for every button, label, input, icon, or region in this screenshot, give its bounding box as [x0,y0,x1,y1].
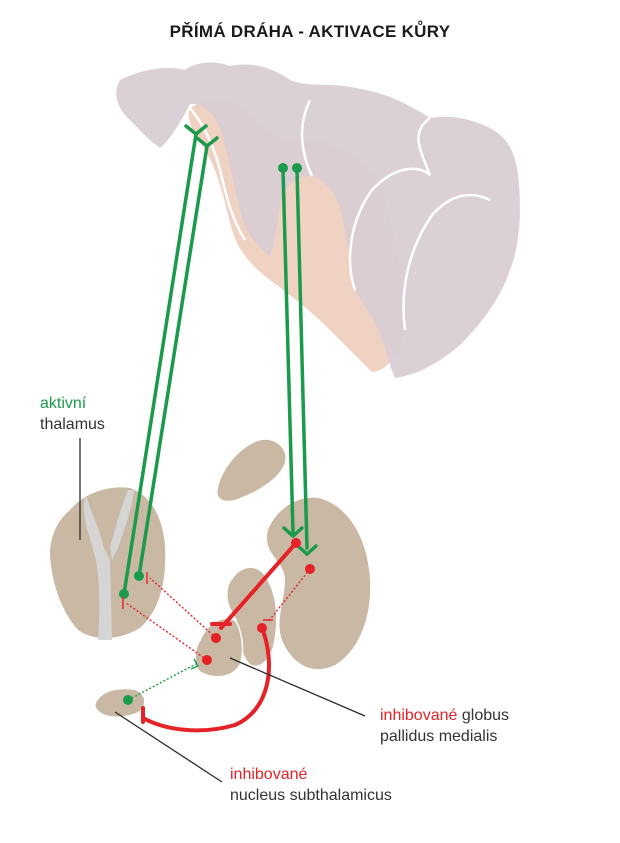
thalamocortical-fiber [122,132,198,596]
thalamocortical-fiber [137,144,209,578]
weak-inhibitory-path [267,568,311,623]
label-stn: inhibované nucleus subthalamicus [230,764,392,806]
synapse-fork [190,658,199,670]
gp-neuron [257,623,267,633]
cortex-sulcus [348,116,432,291]
cortex-sulcus [300,99,314,177]
subthalamic-nucleus [95,689,145,717]
label-thalamus: aktivní thalamus [40,393,105,435]
putamen [267,497,371,670]
label-gp: inhibované globus pallidus medialis [380,705,509,747]
pointer-gpm [229,657,366,717]
weak-inhibitory-path [125,602,208,661]
synapse-fork [282,526,304,539]
cortical-neuron [278,163,288,173]
corticostriatal-fiber [295,168,309,550]
synapse-fork [184,124,208,137]
weak-inhibitory-path [149,577,217,639]
ventricle [83,490,134,640]
weak-excitatory-path [127,663,197,701]
thalamus-name: thalamus [40,416,105,433]
diagram-title: PŘÍMÁ DRÁHA - AKTIVACE KŮRY [169,22,451,41]
upper-nucleus [217,439,286,501]
pointer-stn [114,711,223,783]
striatum-to-stn-path [141,626,271,733]
thalamus-state: aktivní [40,395,87,412]
thalamic-neuron [119,589,129,599]
cortical-neuron [292,163,302,173]
gp-name1: globus [461,707,510,724]
striatum-to-gpm [219,541,298,630]
synapse-fork [195,136,219,149]
cortex-sulcus [189,107,247,241]
corticostriatal-fiber [281,168,295,534]
striatal-neuron [291,538,301,548]
stn-state: inhibované [230,766,308,783]
stn-name: nucleus subthalamicus [230,787,392,804]
globus-pallidus-medial [194,617,244,678]
cortex-sulcus [402,193,491,331]
thalamic-neuron [134,571,144,581]
synapse-fork [296,544,318,557]
gp-state: inhibované [380,707,458,724]
gp-line1: inhibované globus [380,705,509,726]
gp-name2: pallidus medialis [380,728,498,745]
